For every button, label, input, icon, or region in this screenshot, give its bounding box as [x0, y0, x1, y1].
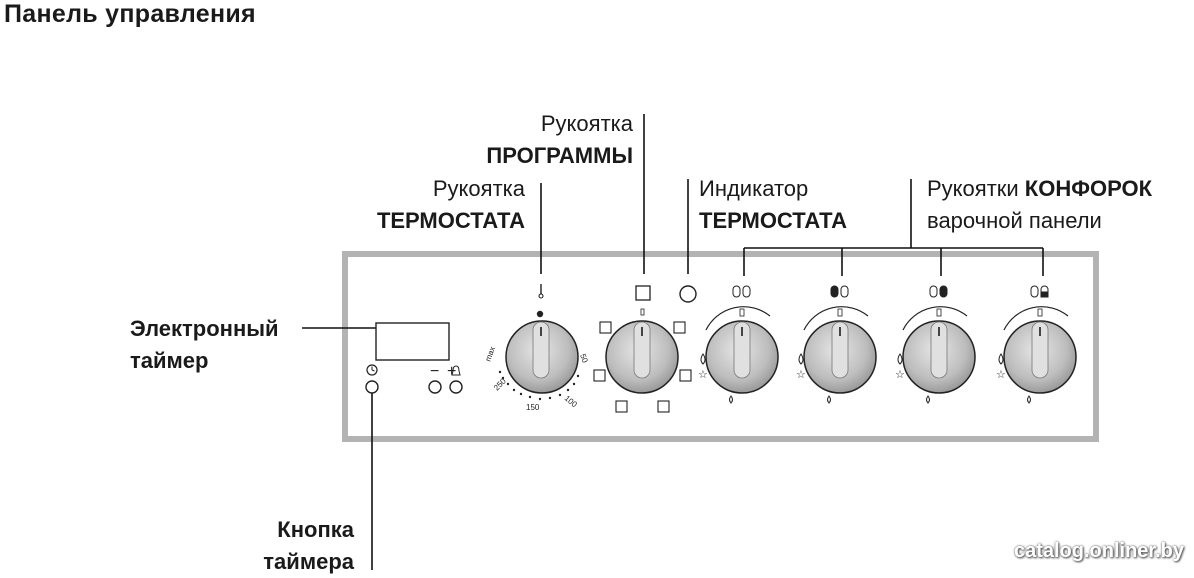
burner-position-icon [830, 285, 849, 298]
burner-scale-arc [1003, 306, 1069, 331]
star-icon: ☆ [895, 369, 905, 381]
small-flame-icon [729, 395, 733, 404]
leader-lines [302, 114, 1044, 570]
burner-knob-group-1: ☆ [698, 285, 779, 404]
burner-off-mark [936, 308, 942, 317]
burner-knob-4[interactable] [1003, 320, 1077, 394]
flame-icon [700, 353, 706, 365]
star-icon: ☆ [698, 369, 708, 381]
clock-icon [366, 364, 378, 376]
burner-knobs-label-bold: КОНФОРОК [1024, 176, 1153, 201]
conventional-mode-icon [679, 369, 692, 382]
burner-knobs-label-prefix: Рукоятки [927, 176, 1025, 201]
thermostat-mark-50: 50 [578, 353, 590, 365]
burner-scale-arc [902, 306, 968, 331]
thermometer-icon [538, 284, 544, 299]
burner-knob-group-3: ☆ [895, 285, 976, 404]
thermostat-knob-label: Рукоятка ТЕРМОСТАТА [340, 173, 525, 237]
electronic-timer-label-line2: таймер [130, 348, 209, 373]
burner-position-icon [929, 285, 948, 298]
flame-icon [998, 353, 1004, 365]
burner-scale-arc [803, 306, 869, 331]
timer-display [375, 322, 450, 361]
fan-grill-mode-icon [599, 321, 612, 334]
timer-minus-label: − [430, 363, 439, 380]
burner-knob-group-2: ☆ [796, 285, 877, 404]
watermark: catalog.onliner.by [1013, 540, 1184, 562]
timer-plus-button[interactable] [449, 380, 463, 394]
thermostat-knob-label-line2: ТЕРМОСТАТА [376, 208, 525, 233]
program-knob-label-line2: ПРОГРАММЫ [486, 143, 633, 168]
burner-knob-group-4: ☆ [996, 285, 1077, 404]
program-knob[interactable] [605, 320, 679, 394]
program-knob-label: Рукоятка ПРОГРАММЫ [460, 108, 633, 172]
timer-button[interactable] [365, 380, 379, 394]
electronic-timer-label: Электронный таймер [130, 313, 279, 377]
small-flame-icon [1027, 395, 1031, 404]
burner-knob-3[interactable] [902, 320, 976, 394]
burner-knob-1[interactable] [705, 320, 779, 394]
small-flame-icon [827, 395, 831, 404]
thermostat-indicator-dot [536, 310, 544, 318]
bell-icon [451, 365, 461, 376]
bottom-heat-mode-icon [615, 400, 628, 413]
flame-icon [798, 353, 804, 365]
fan-mode-icon [657, 400, 670, 413]
top-heat-mode-icon [593, 369, 606, 382]
star-icon: ☆ [996, 369, 1006, 381]
thermostat-indicator-label: Индикатор ТЕРМОСТАТА [699, 173, 847, 237]
thermostat-knob-label-line1: Рукоятка [432, 176, 525, 201]
burner-knobs-label-line2: варочной панели [927, 208, 1102, 233]
defrost-mode-icon [673, 321, 686, 334]
timer-plus-label: + [447, 363, 456, 380]
burner-off-mark [1037, 308, 1043, 317]
burner-off-mark [837, 308, 843, 317]
program-icon [635, 285, 651, 301]
burner-knob-2[interactable] [803, 320, 877, 394]
timer-button-label: Кнопка таймера [240, 514, 354, 578]
star-icon: ☆ [796, 369, 806, 381]
burner-scale-arc [705, 306, 771, 331]
page-title: Панель управления [4, 0, 256, 28]
timer-minus-button[interactable] [428, 380, 442, 394]
program-knob-label-line1: Рукоятка [540, 111, 633, 136]
timer-button-label-line1: Кнопка [277, 517, 354, 542]
small-flame-icon [926, 395, 930, 404]
flame-icon [897, 353, 903, 365]
burner-position-icon [732, 285, 751, 298]
burner-position-icon [1030, 285, 1049, 298]
program-off-mark [640, 308, 645, 316]
electronic-timer-label-line1: Электронный [130, 316, 279, 341]
thermostat-indicator-label-line2: ТЕРМОСТАТА [699, 208, 848, 233]
thermostat-mark-150: 150 [526, 403, 540, 412]
burner-off-mark [739, 308, 745, 317]
thermostat-knob[interactable] [505, 320, 579, 394]
thermostat-indicator-light [679, 285, 697, 303]
timer-button-label-line2: таймера [263, 549, 354, 574]
thermostat-indicator-label-line1: Индикатор [699, 176, 809, 201]
burner-knobs-label: Рукоятки КОНФОРОК варочной панели [927, 173, 1152, 237]
thermostat-scale-dots [498, 370, 580, 401]
